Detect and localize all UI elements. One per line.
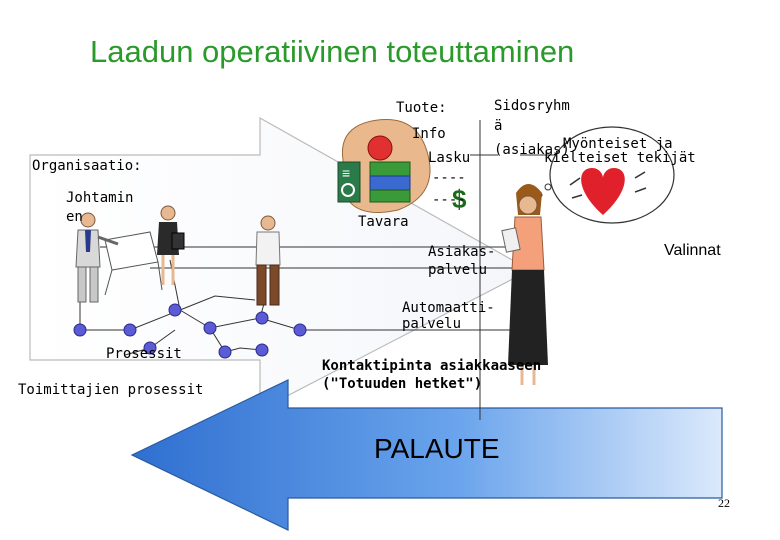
person-icon-manager-2	[157, 205, 185, 285]
whiteboard-icon	[104, 231, 163, 296]
heart-icon	[581, 168, 625, 215]
label-automaatti-line2: palvelu	[402, 316, 462, 332]
label-automaatti-line1: Automaatti-	[402, 300, 495, 316]
feedback-arrow	[130, 379, 723, 531]
label-johtaminen-line2: en	[66, 209, 83, 225]
thought-bubble	[537, 126, 675, 224]
svg-text:≡: ≡	[342, 165, 350, 181]
label-valinnat: Valinnat	[664, 242, 721, 259]
page-title: Laadun operatiivinen toteuttaminen	[90, 34, 575, 69]
dollar-icon: $	[452, 184, 467, 214]
products-icon: ≡	[337, 118, 431, 213]
page-number: 22	[718, 496, 730, 510]
person-icon-manager-1	[75, 212, 119, 303]
label-johtaminen-line1: Johtamin	[66, 190, 134, 206]
label-lasku: Lasku	[428, 150, 471, 166]
label-tavara: Tavara	[358, 214, 409, 230]
label-organisaatio: Organisaatio:	[32, 158, 142, 174]
process-nodes	[73, 303, 307, 359]
label-myonteiset-line2: kielteiset tekijät	[544, 150, 696, 166]
label-myonteiset-line1: Myönteiset ja	[563, 136, 673, 152]
label-asiakaspalvelu-line2: palvelu	[428, 262, 488, 278]
person-icon-worker	[255, 215, 281, 306]
label-sidosryhma-line1: Sidosryhm	[494, 98, 570, 114]
label-info: Info	[412, 126, 446, 142]
label-asiakaspalvelu-line1: Asiakas-	[428, 244, 496, 260]
label-toimittajien-prosessit: Toimittajien prosessit	[18, 382, 204, 398]
label-sidosryhma-line2: ä	[494, 118, 503, 134]
label-dashes-2: ----	[432, 192, 466, 208]
label-sidosryhma-line3: (asiakas)	[494, 142, 570, 158]
label-tuote: Tuote:	[396, 100, 447, 116]
label-prosessit: Prosessit	[106, 346, 182, 362]
label-kontaktipinta-line2: ("Totuuden hetket")	[322, 376, 483, 392]
label-dashes-1: ----	[432, 170, 466, 186]
person-icon-customer	[501, 184, 548, 385]
label-palaute: PALAUTE	[374, 433, 500, 464]
label-kontaktipinta-line1: Kontaktipinta asiakkaaseen	[322, 358, 542, 374]
